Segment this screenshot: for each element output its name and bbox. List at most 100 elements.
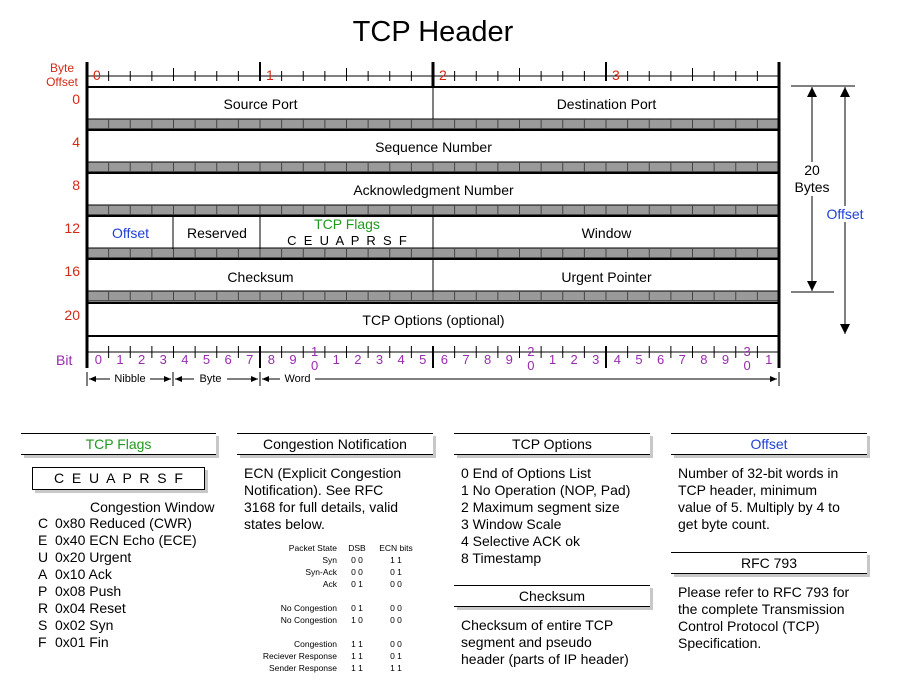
- panel-tcp-options-title: TCP Options: [454, 433, 650, 455]
- bit-digit: 2: [570, 352, 578, 367]
- bit-digit: 7: [678, 352, 686, 367]
- ecn-table-cell: 0 1: [390, 651, 402, 661]
- flag-letter: S: [38, 617, 48, 633]
- congestion-line: 3168 for full details, valid: [244, 499, 399, 515]
- bit-digit: 8: [267, 352, 275, 367]
- rfc-line: Please refer to RFC 793 for: [678, 584, 850, 600]
- field-window: Window: [581, 225, 632, 241]
- bit-digit: 3: [743, 344, 751, 359]
- checksum-line: header (parts of IP header): [461, 651, 629, 667]
- option-item: 0 End of Options List: [461, 465, 591, 481]
- congestion-line: ECN (Explicit Congestion: [244, 465, 402, 481]
- ecn-table-cell: 1 0: [351, 615, 363, 625]
- side-20-bytes: 20 Bytes: [792, 162, 832, 196]
- checksum-description: Checksum of entire TCP segment and pseud…: [461, 617, 651, 668]
- ecn-table-cell: Syn-Ack: [305, 567, 337, 577]
- bit-digit: 0: [94, 352, 102, 367]
- ecn-table-cell: No Congestion: [280, 615, 337, 625]
- bit-digit: 1: [116, 352, 124, 367]
- option-item: 2 Maximum segment size: [461, 499, 620, 515]
- ecn-table-cell: Syn: [322, 555, 337, 565]
- panel-tcp-flags-title: TCP Flags: [21, 433, 216, 455]
- field-tcp-flags-title: TCP Flags: [314, 216, 380, 232]
- ecn-table-cell: 0 1: [390, 567, 402, 577]
- field-flag-letters: C E U A P R S F: [287, 233, 407, 248]
- offset-line: TCP header, minimum: [678, 482, 818, 498]
- side-bytes-word: Bytes: [794, 179, 830, 195]
- row-offset-20: 20: [64, 307, 80, 323]
- bit-digit: 6: [224, 352, 232, 367]
- ecn-table-cell: 1 1: [351, 639, 363, 649]
- bit-digit: 3: [375, 352, 384, 367]
- ecn-table-cell: No Congestion: [280, 603, 337, 613]
- rfc-line: the complete Transmission: [678, 601, 845, 617]
- field-source-port: Source Port: [223, 95, 298, 112]
- ecn-table-cell: 1 1: [351, 663, 363, 673]
- bit-digit: 9: [505, 352, 513, 367]
- rfc-description: Please refer to RFC 793 for the complete…: [678, 584, 868, 652]
- bit-digit: 5: [202, 352, 211, 367]
- panel-congestion-title: Congestion Notification: [237, 433, 433, 455]
- field-urgent-pointer: Urgent Pointer: [561, 268, 652, 285]
- bit-digit: 4: [613, 352, 621, 367]
- ecn-table-cell: Packet State: [288, 543, 337, 553]
- row-offset-16: 16: [64, 263, 80, 279]
- ecn-table-cell: DSB: [348, 543, 366, 553]
- bit-digit: 0: [743, 358, 751, 373]
- flag-description: 0x80 Reduced (CWR): [55, 515, 192, 531]
- byte-label-0: 0: [93, 67, 101, 83]
- ecn-table-cell: 0 0: [390, 639, 402, 649]
- option-item: 4 Selective ACK ok: [461, 533, 581, 549]
- bit-digit: 9: [721, 352, 730, 367]
- scale-nibble: Nibble: [114, 373, 146, 385]
- panel-rfc-title: RFC 793: [671, 552, 867, 574]
- ecn-table-cell: 0 0: [390, 615, 402, 625]
- flag-letter: U: [38, 549, 49, 565]
- flag-description: 0x08 Push: [55, 583, 122, 599]
- row-offset-0: 0: [72, 91, 80, 107]
- option-item: 3 Window Scale: [461, 516, 562, 532]
- bit-digit: 1: [332, 352, 340, 367]
- congestion-description: ECN (Explicit Congestion Notification). …: [244, 465, 434, 533]
- ecn-table-cell: 1 1: [390, 663, 402, 673]
- flag-letter: P: [38, 583, 48, 599]
- tcp-options-list: 0 End of Options List 1 No Operation (NO…: [461, 465, 651, 567]
- field-checksum: Checksum: [227, 268, 294, 285]
- field-tcp-options: TCP Options (optional): [362, 311, 505, 328]
- flag-description: 0x40 ECN Echo (ECE): [55, 532, 197, 548]
- ecn-table-cell: 1 1: [390, 555, 402, 565]
- offset-line: value of 5. Multiply by 4 to: [678, 499, 840, 515]
- side-offset-label: Offset: [822, 206, 868, 222]
- congestion-line: states below.: [244, 516, 325, 532]
- bit-digit: 8: [700, 352, 708, 367]
- side-bytes-number: 20: [804, 162, 820, 178]
- row-offset-12: 12: [64, 220, 80, 236]
- panel-checksum-title: Checksum: [454, 585, 650, 607]
- bit-digit: 5: [635, 352, 643, 367]
- bit-label: Bit: [56, 352, 73, 368]
- flag-description: 0x10 Ack: [55, 566, 112, 582]
- field-sequence-number: Sequence Number: [375, 138, 492, 155]
- flag-description: 0x04 Reset: [55, 600, 126, 616]
- flag-letter: R: [38, 600, 49, 616]
- option-item: 8 Timestamp: [461, 550, 542, 566]
- ecn-table-cell: Congestion: [293, 639, 337, 649]
- offset-description: Number of 32-bit words in TCP header, mi…: [678, 465, 868, 533]
- rfc-line: Specification.: [678, 635, 762, 651]
- flag-description: 0x20 Urgent: [55, 549, 132, 565]
- flag-letter: C: [38, 515, 49, 531]
- flag-letter: E: [38, 532, 48, 548]
- field-offset: Offset: [111, 225, 150, 241]
- ecn-table-cell: ECN bits: [379, 543, 413, 553]
- ecn-table-cell: 0 0: [351, 555, 363, 565]
- bit-digit: 0: [527, 358, 535, 373]
- byte-offset-label: Byte Offset: [42, 61, 82, 89]
- row-offset-8: 8: [72, 177, 80, 193]
- congestion-line: Notification). See RFC: [244, 482, 384, 498]
- bit-digit: 1: [310, 344, 319, 359]
- bit-digit: 5: [419, 352, 427, 367]
- ecn-table-cell: 1 1: [351, 651, 363, 661]
- bit-digit: 6: [656, 352, 665, 367]
- byte-offset-word-1: Byte: [49, 61, 74, 75]
